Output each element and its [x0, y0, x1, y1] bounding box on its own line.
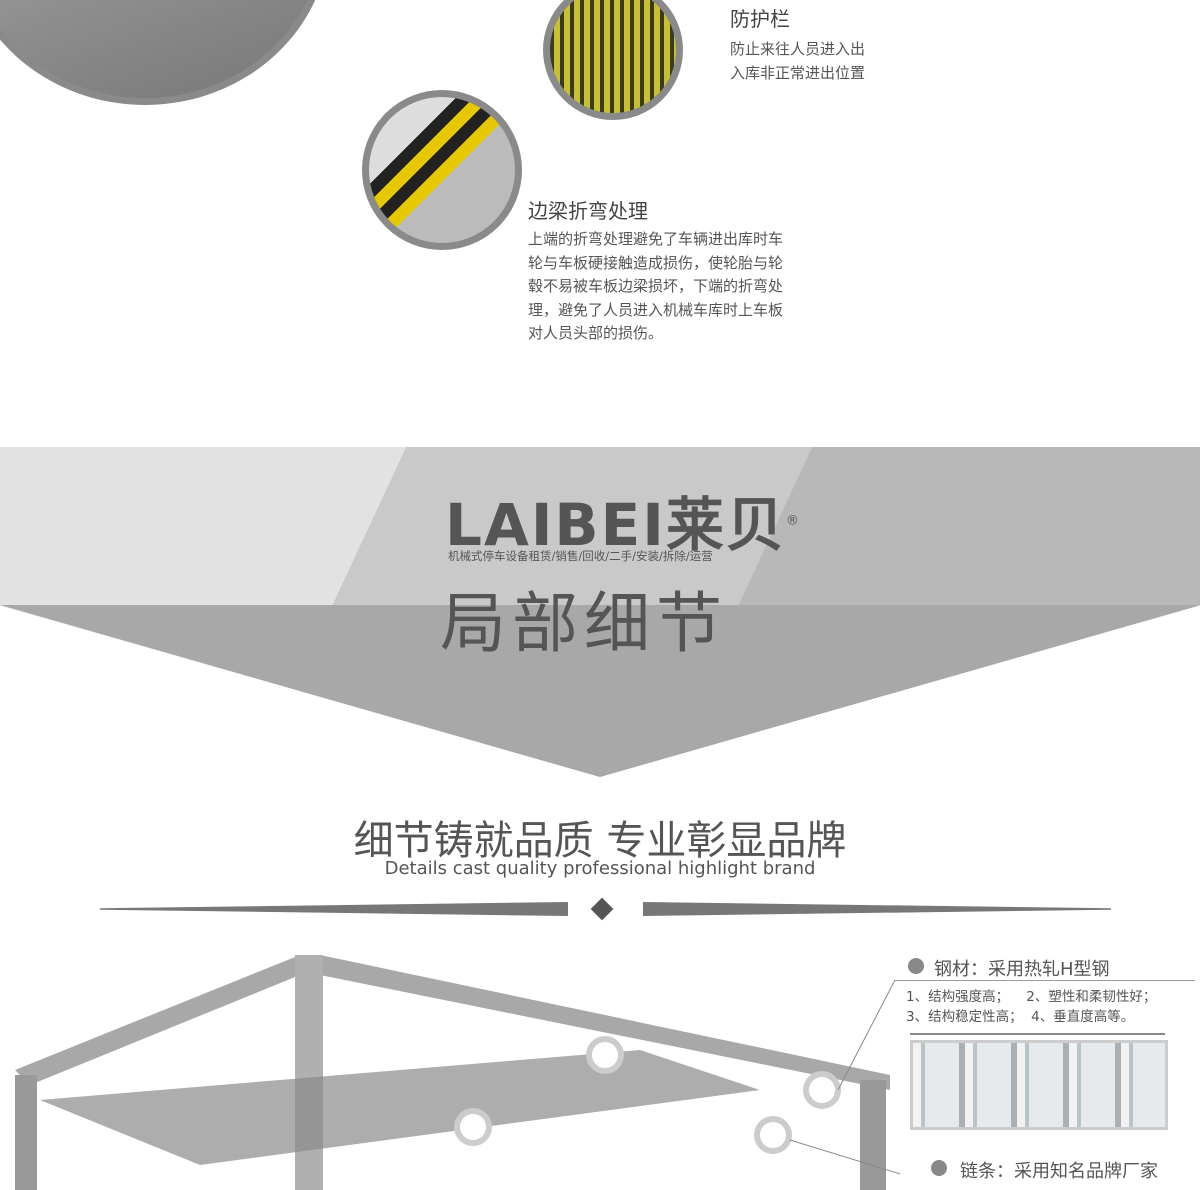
slogan: 细节铸就品质 专业彰显品牌: [353, 818, 847, 864]
beam-bend-photo: [362, 90, 522, 250]
steel-frame-illustration: [15, 955, 900, 1190]
frame-platform: [40, 1050, 760, 1165]
detail-marker: [754, 1116, 792, 1154]
callout-line: [837, 979, 896, 1091]
feature-desc-line: 理，避免了人员进入机械车库时上车板: [528, 300, 784, 319]
feature-desc: 防止来往人员进入出入库非正常进出位置: [730, 38, 865, 85]
detail-marker: [803, 1071, 841, 1109]
registered-mark: ®: [785, 513, 801, 529]
detail-marker: [454, 1108, 492, 1146]
annotation-title: 链条：采用知名品牌厂家: [960, 1161, 1158, 1182]
feature-desc-line: 轮与车板硬接触造成损伤，使轮胎与轮: [528, 253, 784, 272]
frame-column: [860, 1080, 886, 1190]
feature-desc-line: 毂不易被车板边梁损坏，下端的折弯处: [528, 277, 784, 295]
bullet-icon: [908, 958, 924, 974]
annotation-desc: 1、结构强度高； 2、塑性和柔韧性好； 3、结构稳定性高； 4、垂直度高等。: [906, 987, 1156, 1027]
annotation-title: 钢材：采用热轧H型钢: [934, 959, 1110, 980]
slogan-en: Details cast quality professional highli…: [384, 858, 816, 879]
divider-diamond: [590, 897, 614, 921]
ramp-photo: [0, 0, 330, 105]
frame-column: [295, 955, 323, 1190]
brand-logo: LAIBEI莱贝®: [445, 478, 801, 562]
guardrail-photo: [543, 0, 683, 120]
divider-left: [100, 902, 568, 916]
feature-title: 防护栏: [730, 7, 790, 31]
annotation-line: 1、结构强度高； 2、塑性和柔韧性好；: [906, 989, 1157, 1005]
feature-desc-line: 防止来往人员进入出: [730, 40, 866, 58]
detail-marker: [586, 1036, 624, 1074]
brand-logo-latin: LAIBEI: [445, 491, 666, 559]
detail-markers: [454, 1036, 841, 1154]
annotation-line: 3、结构稳定性高； 4、垂直度高等。: [906, 1009, 1135, 1025]
section-title: 局部细节: [440, 585, 728, 662]
brand-logo-cn: 莱贝: [665, 491, 786, 559]
feature-desc-line: 上端的折弯处理避免了车辆进出库时车: [528, 230, 784, 248]
frame-top-beam: [15, 955, 890, 1090]
callout-line: [789, 1139, 900, 1175]
frame-column: [15, 1075, 37, 1190]
annotation-rule: [895, 980, 1195, 981]
feature-desc: 上端的折弯处理避免了车辆进出库时车轮与车板硬接触造成损伤，使轮胎与轮毂不易被车板…: [528, 228, 783, 346]
feature-desc-line: 对人员头部的损伤。: [528, 324, 664, 342]
divider-right: [643, 902, 1111, 916]
brand-tagline: 机械式停车设备租赁/销售/回收/二手/安装/拆除/运营: [448, 549, 713, 563]
h-beam-photo: [910, 1040, 1168, 1130]
feature-title: 边梁折弯处理: [528, 199, 648, 223]
feature-desc-line: 入库非正常进出位置: [730, 63, 866, 82]
bullet-icon: [931, 1160, 947, 1176]
annotation-rule: [910, 1033, 1165, 1035]
